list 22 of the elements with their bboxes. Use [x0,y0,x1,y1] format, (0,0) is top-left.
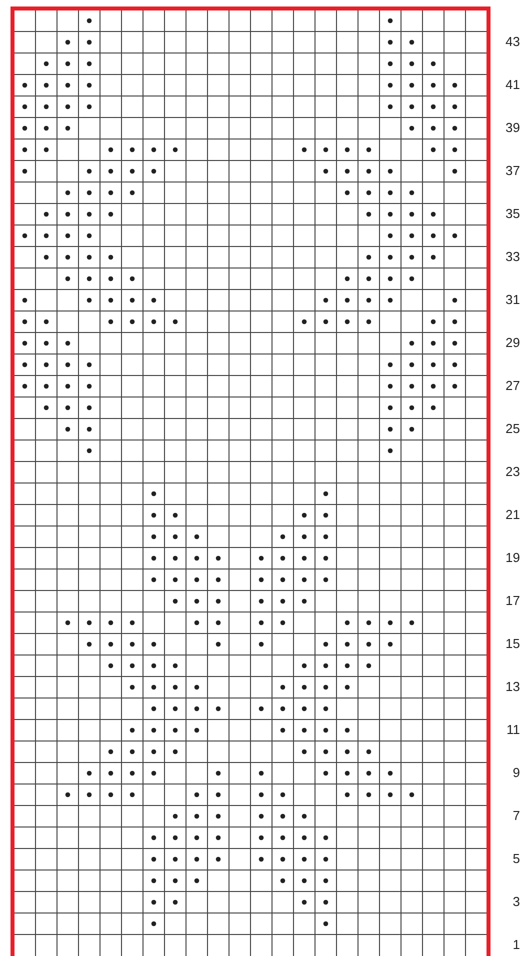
row-number: 33 [506,249,520,266]
row-number: 13 [506,679,520,696]
row-number: 29 [506,335,520,352]
row-number: 17 [506,593,520,610]
row-number: 43 [506,34,520,50]
row-number: 21 [506,507,520,524]
row-number: 5 [512,851,520,868]
row-number: 27 [506,378,520,394]
row-number: 7 [512,808,520,824]
row-number: 31 [506,292,520,308]
row-number: 39 [506,120,520,136]
row-number: 9 [512,765,520,782]
row-number: 23 [506,464,520,480]
row-number: 19 [506,550,520,566]
row-number: 11 [506,722,520,738]
row-number: 37 [506,163,520,180]
row-number: 25 [506,421,520,438]
row-number: 3 [512,894,520,910]
row-number: 41 [506,77,520,94]
row-number: 1 [512,937,520,954]
row-number: 15 [506,636,520,652]
row-number: 35 [506,206,520,222]
